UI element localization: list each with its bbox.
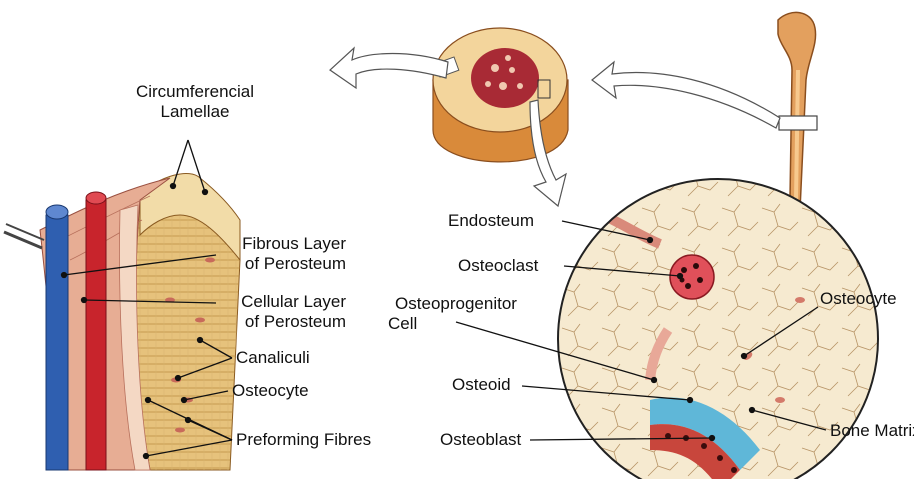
- label-line: Cellular Layer: [206, 292, 346, 312]
- label-osteocyte-right: Osteocyte: [820, 289, 897, 309]
- label-osteocyte-left: Osteocyte: [232, 381, 309, 401]
- label-line: of Perosteum: [206, 254, 346, 274]
- bone-cross-section: [433, 28, 568, 162]
- label-osteoprogenitor: Osteoprogenitor Cell: [384, 294, 528, 334]
- label-osteoblast: Osteoblast: [440, 430, 521, 450]
- label-line: Cell: [384, 314, 528, 334]
- periosteum-detail: [4, 173, 240, 470]
- label-canaliculi: Canaliculi: [236, 348, 310, 368]
- label-fibrous-layer: Fibrous Layer of Perosteum: [206, 234, 346, 274]
- label-osteoclast: Osteoclast: [458, 256, 538, 276]
- label-cellular-layer: Cellular Layer of Perosteum: [206, 292, 346, 332]
- label-circumferencial-lamellae: Circumferencial Lamellae: [120, 82, 270, 122]
- label-osteoid: Osteoid: [452, 375, 511, 395]
- label-line: Circumferencial: [120, 82, 270, 102]
- label-preforming-fibres: Preforming Fibres: [236, 430, 371, 450]
- label-line: Lamellae: [120, 102, 270, 122]
- label-bone-matrix: Bone Matrix: [830, 421, 914, 441]
- arrow-section-to-periosteum: [330, 48, 448, 88]
- label-line: of Perosteum: [206, 312, 346, 332]
- arrow-femur-to-section: [592, 62, 780, 128]
- label-endosteum: Endosteum: [448, 211, 534, 231]
- label-line: Osteoprogenitor: [384, 294, 528, 314]
- label-line: Fibrous Layer: [206, 234, 346, 254]
